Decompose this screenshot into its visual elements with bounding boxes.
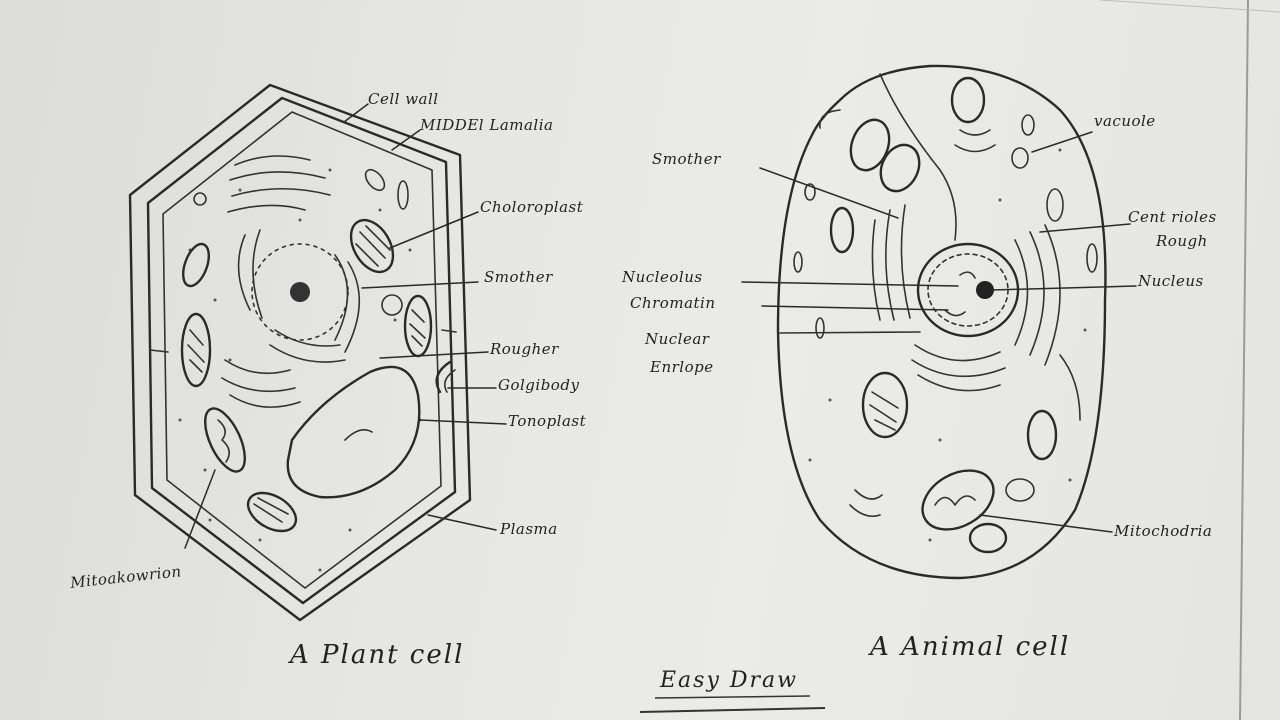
label-cell-wall: Cell wall (368, 90, 439, 108)
label-golgi-body: Golgibody (498, 376, 580, 394)
label-middle-lamella: MIDDEl Lamalia (420, 116, 554, 134)
plant-chloroplasts (180, 218, 433, 533)
label-tonoplast: Tonoplast (508, 412, 587, 430)
animal-er (871, 204, 1061, 392)
animal-leaders (741, 131, 1137, 533)
label-nucleolus: Nucleolus (622, 268, 703, 286)
animal-cell-caption: A Animal cell (870, 632, 1071, 662)
plant-leaders (184, 103, 507, 549)
plant-vacuole (286, 365, 421, 499)
plant-cytoplasm-dots (178, 168, 422, 572)
plant-cell-wall (128, 83, 472, 622)
animal-cytoplasm-dots (808, 148, 1087, 542)
animal-mitochondria (829, 118, 1058, 554)
label-rough-er: Rougher (490, 340, 559, 358)
plant-cell (128, 83, 507, 622)
label-plant-smooth-er: Smother (484, 268, 553, 286)
label-centrioles: Cent rioles (1128, 208, 1217, 226)
label-rough: Rough (1156, 232, 1208, 250)
plant-er (221, 155, 361, 408)
label-vacuole: vacuole (1094, 112, 1156, 130)
plant-cell-caption: A Plant cell (290, 640, 465, 670)
label-chloroplast: Choloroplast (480, 198, 584, 216)
plant-golgi (435, 360, 456, 394)
label-plasma: Plasma (500, 520, 558, 538)
label-nucleus: Nucleus (1138, 272, 1204, 290)
label-chromatin: Chromatin (630, 294, 716, 312)
plant-vesicles (193, 168, 409, 316)
animal-vesicles (793, 76, 1098, 518)
label-animal-smooth-er: Smother (652, 150, 721, 168)
label-mitochondria: Mitochodria (1114, 522, 1213, 540)
footer-title: Easy Draw (660, 668, 798, 693)
animal-cell (741, 64, 1137, 580)
plant-nucleus (251, 243, 349, 341)
plant-mitochondrion (204, 407, 246, 473)
label-nuclear-envelope-1: Nuclear (645, 330, 710, 348)
animal-cell-membrane (776, 64, 1107, 580)
label-nuclear-envelope-2: Enrlope (650, 358, 714, 376)
